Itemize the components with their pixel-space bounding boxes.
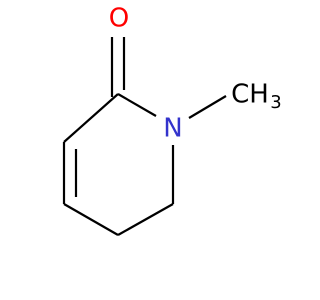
nitrogen-atom-label: N <box>163 114 182 144</box>
bond-ch2-ch2 <box>117 203 174 236</box>
molecule-structure: O N CH 3 <box>62 4 282 236</box>
oxygen-atom-label: O <box>109 4 129 34</box>
bond-carbonyl-nitrogen <box>117 93 157 117</box>
structure-canvas: O N CH 3 <box>62 3 282 236</box>
methyl-subscript-label: 3 <box>270 92 281 113</box>
bond-ch-carbonyl <box>63 93 119 143</box>
bond-ch2-ch <box>63 203 119 236</box>
bond-nitrogen-methyl <box>188 95 227 119</box>
methyl-group-label: CH <box>231 80 269 110</box>
